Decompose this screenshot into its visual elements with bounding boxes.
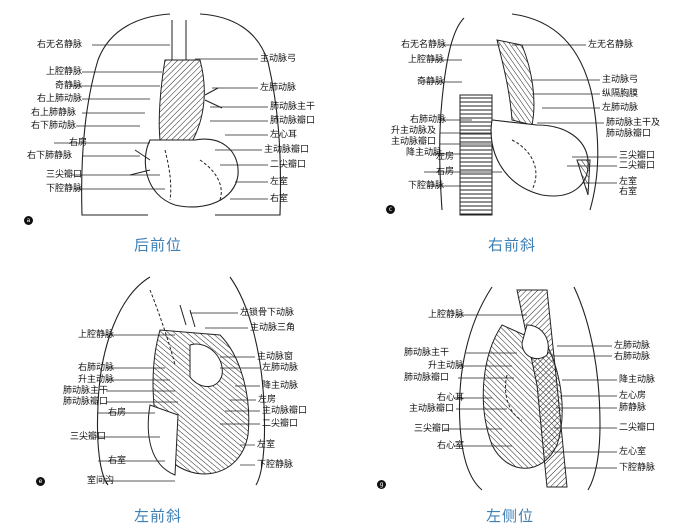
label-pulm-valve: 肺动脉瓣口 (62, 397, 108, 407)
label-aortic-valve: 主动脉瓣口 (408, 404, 454, 414)
label-left-pulm-artery: 左肺动脉 (260, 83, 297, 93)
label-right-atrium: 右房 (435, 167, 454, 177)
label-descending-aorta: 降主动脉 (405, 148, 442, 158)
label-ivc: 下腔静脉 (45, 184, 82, 194)
label-svc: 上腔静脉 (407, 55, 444, 65)
panel-rao-view: c 右无名静脉 上腔静脉 奇静脉 右肺动脉 升主动脉及 主动脉瓣口 降主动脉 左… (342, 0, 683, 265)
label-tricuspid: 三尖瓣口 (45, 170, 82, 180)
panel-badge: a (24, 216, 33, 225)
label-left-atrium: 左房 (258, 395, 277, 405)
label-rsup-pulm-vein: 右上肺静脉 (30, 108, 76, 118)
label-ascending-aorta: 升主动脉 (427, 361, 464, 371)
label-left-ventricle: 左室 (619, 177, 638, 187)
label-pulm-valve: 肺动脉瓣口 (270, 116, 316, 126)
label-left-ventricle: 左心室 (619, 447, 647, 457)
label-mitral: 二尖瓣口 (270, 160, 307, 170)
panel-badge: c (386, 205, 395, 214)
label-azygos-vein: 奇静脉 (416, 77, 444, 87)
label-left-innominate-vein: 左无名静脉 (588, 40, 634, 50)
label-rinf-pulm-artery: 右下肺动脉 (30, 121, 76, 131)
label-mitral: 二尖瓣口 (619, 423, 656, 433)
label-pulm-valve: 肺动脉瓣口 (403, 373, 449, 383)
label-right-ventricle: 右室 (270, 194, 289, 204)
label-tricuspid: 三尖瓣口 (619, 151, 656, 161)
label-tricuspid: 三尖瓣口 (69, 432, 106, 442)
label-right-atrium: 右房 (68, 138, 87, 148)
label-mitral: 二尖瓣口 (619, 161, 656, 171)
label-ivc: 下腔静脉 (407, 181, 444, 191)
lateral-view-illustration (444, 286, 617, 491)
panel-lao-view: e 上腔静脉 右肺动脉 升主动脉 肺动脉主干 肺动脉瓣口 右房 三尖瓣口 右室 … (0, 265, 342, 529)
label-left-pulm-artery: 左肺动脉 (262, 363, 299, 373)
label-svc: 上腔静脉 (45, 67, 82, 77)
label-left-atrium: 左心房 (619, 391, 647, 401)
label-aortic-arch: 主动脉弓 (602, 75, 639, 85)
label-mitral: 二尖瓣口 (262, 419, 299, 429)
label-svc: 上腔静脉 (427, 310, 464, 320)
label-mediastinal-pleura: 纵隔胸膜 (602, 89, 639, 99)
label-aortic-triangle: 主动脉三角 (250, 323, 296, 333)
lao-view-illustration (96, 276, 266, 486)
label-right-ventricle: 右心室 (436, 441, 464, 451)
label-left-ventricle: 左室 (257, 440, 276, 450)
label-left-atrium: 左房 (435, 152, 454, 162)
rao-view-illustration (420, 13, 617, 216)
label-right-ventricle: 右室 (619, 187, 638, 197)
label-main-pulm-artery: 肺动脉主干 (403, 348, 449, 358)
label-aortic-valve: 主动脉瓣口 (264, 145, 310, 155)
label-right-innominate-vein: 右无名静脉 (400, 40, 446, 50)
label-ivc: 下腔静脉 (257, 460, 294, 470)
label-main-pulm-artery: 肺动脉主干及 (606, 118, 661, 128)
label-aortic-window: 主动脉窗 (257, 352, 294, 362)
label-right-ventricle: 右室 (107, 456, 126, 466)
panel-lateral-view: g 上腔静脉 肺动脉主干 升主动脉 肺动脉瓣口 右心耳 主动脉瓣口 三尖瓣口 右… (342, 265, 683, 529)
label-left-ventricle: 左室 (270, 177, 289, 187)
label-ascending-aorta: 升主动脉 (77, 375, 114, 385)
label-pulm-valve: 肺动脉瓣口 (606, 129, 652, 139)
panel-pa-view: a 右无名静脉 上腔静脉 奇静脉 右上肺动脉 右上肺静脉 右下肺动脉 右房 右下… (0, 0, 342, 265)
caption-lateral-view: 左侧位 (486, 507, 535, 525)
caption-pa-view: 后前位 (134, 236, 183, 254)
label-aortic-valve: 主动脉瓣口 (390, 137, 436, 147)
label-right-auricle: 右心耳 (436, 393, 464, 403)
label-interventricular-groove: 室间沟 (86, 476, 114, 486)
panel-badge: e (36, 477, 45, 486)
panel-badge: g (377, 480, 386, 489)
label-left-pulm-artery: 左肺动脉 (614, 341, 651, 351)
pa-view-illustration (54, 13, 282, 216)
caption-lao-view: 左前斜 (134, 507, 183, 525)
label-aortic-valve: 主动脉瓣口 (262, 406, 308, 416)
label-aortic-arch: 主动脉弓 (260, 54, 297, 64)
label-tricuspid: 三尖瓣口 (413, 424, 450, 434)
label-left-pulm-artery: 左肺动脉 (602, 103, 639, 113)
label-descending-aorta: 降主动脉 (619, 375, 656, 385)
label-rinf-pulm-vein: 右下肺静脉 (26, 151, 72, 161)
label-left-subclavian-artery: 左锁骨下动脉 (240, 308, 295, 318)
label-azygos-vein: 奇静脉 (54, 81, 82, 91)
label-main-pulm-artery: 肺动脉主干 (270, 102, 316, 112)
label-main-pulm-artery: 肺动脉主干 (62, 386, 108, 396)
label-rsup-pulm-artery: 右上肺动脉 (36, 94, 82, 104)
label-pulm-vein: 肺静脉 (619, 403, 647, 413)
label-right-innominate-vein: 右无名静脉 (36, 40, 82, 50)
label-ascending-aorta: 升主动脉及 (390, 126, 436, 136)
label-right-pulm-artery: 右肺动脉 (409, 115, 446, 125)
label-descending-aorta: 降主动脉 (262, 381, 299, 391)
label-right-atrium: 右房 (107, 408, 126, 418)
label-ivc: 下腔静脉 (619, 463, 656, 473)
label-svc: 上腔静脉 (77, 330, 114, 340)
label-right-pulm-artery: 右肺动脉 (614, 352, 651, 362)
label-left-auricle: 左心耳 (270, 130, 298, 140)
caption-rao-view: 右前斜 (488, 236, 537, 254)
label-right-pulm-artery: 右肺动脉 (77, 363, 114, 373)
